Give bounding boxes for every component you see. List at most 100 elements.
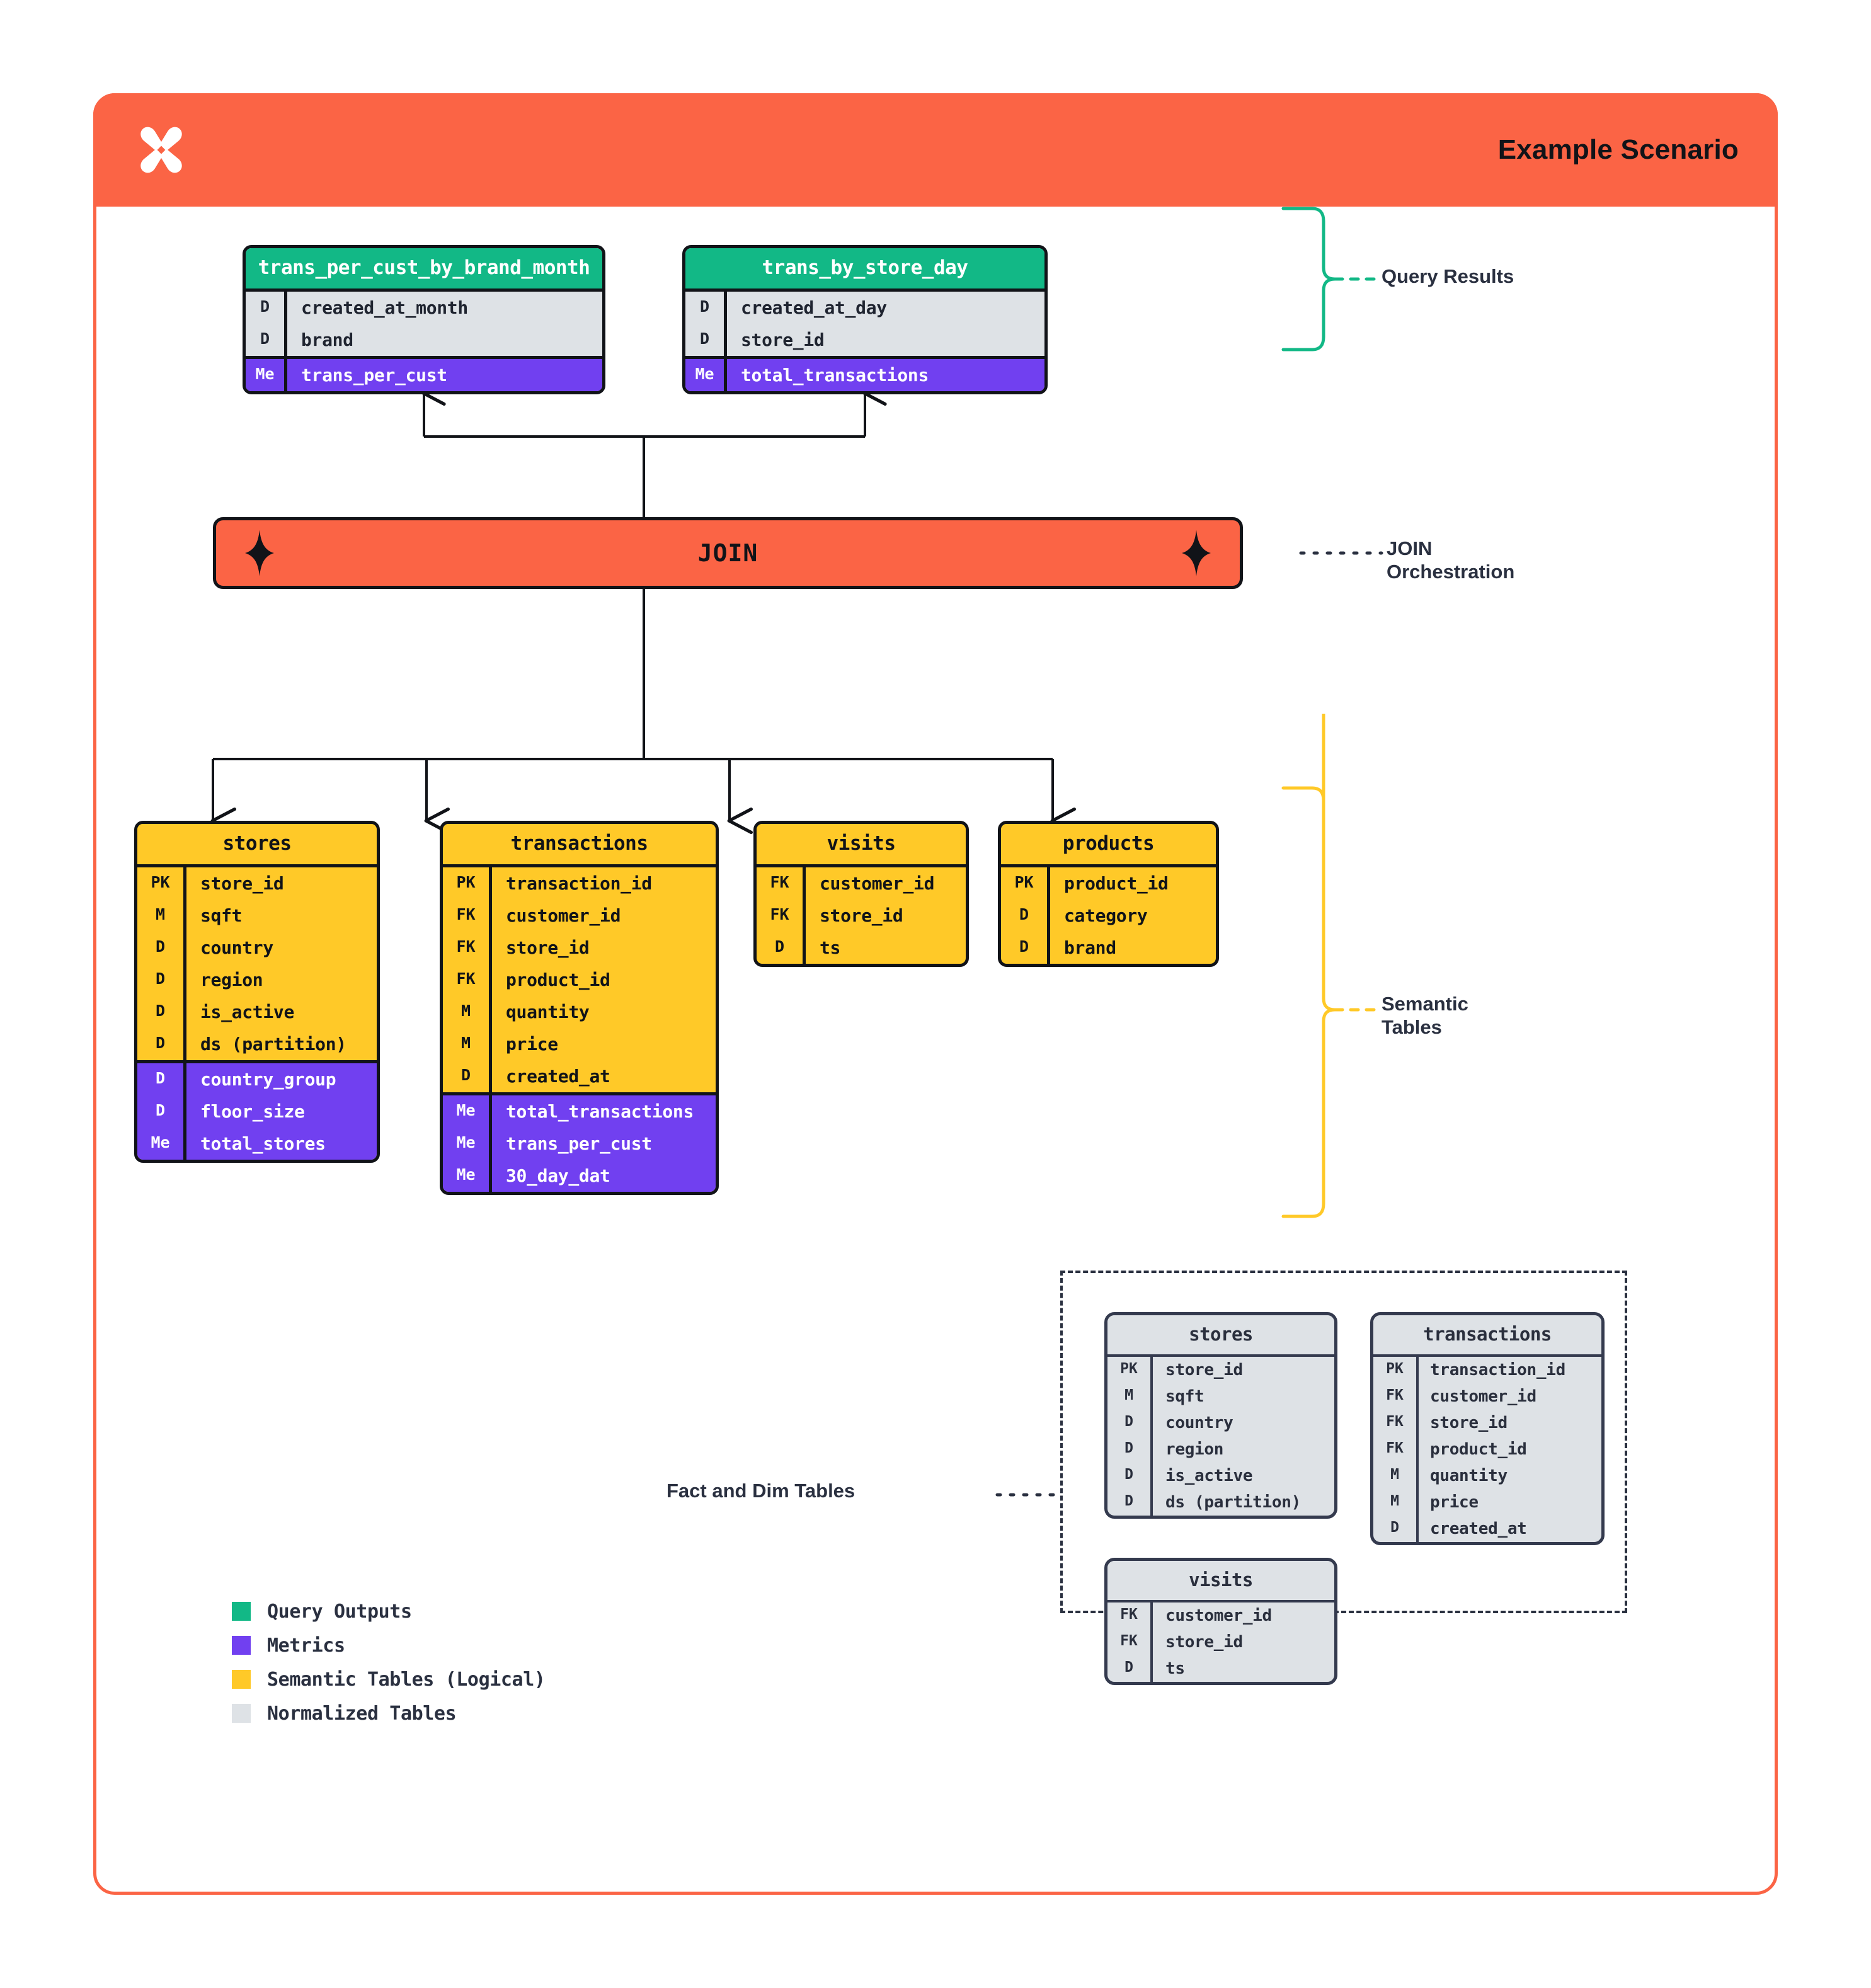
field-key: D [685, 324, 727, 356]
table-row[interactable]: D created_at_day [685, 292, 1044, 324]
table-title: trans_per_cust_by_brand_month [246, 248, 602, 288]
field-name: store_id [820, 905, 903, 926]
table-row[interactable]: D store_id [685, 324, 1044, 356]
table-row[interactable]: Me trans_per_cust [246, 359, 602, 391]
field-name: ds (partition) [1165, 1493, 1301, 1512]
field-name: brand [1064, 937, 1116, 958]
field-key: M [443, 1028, 492, 1060]
field-key: FK [1107, 1629, 1153, 1655]
field-name: region [1165, 1440, 1224, 1459]
legend-label: Semantic Tables (Logical) [267, 1668, 546, 1691]
field-key: Me [443, 1160, 492, 1192]
join-orchestration-bar[interactable]: JOIN [213, 517, 1243, 589]
field-key: M [1373, 1489, 1419, 1516]
field-key: FK [443, 932, 492, 964]
table-row[interactable]: Me 30_day_dat [443, 1160, 716, 1192]
query-result-table-trans-by-store-day[interactable]: trans_by_store_day D created_at_day D st… [682, 245, 1048, 394]
field-name: created_at_day [741, 297, 887, 318]
field-name: store_id [1165, 1633, 1243, 1652]
table-row[interactable]: Me total_transactions [685, 359, 1044, 391]
table-row[interactable]: D created_at_month [246, 292, 602, 324]
table-title: visits [757, 824, 966, 864]
field-name: customer_id [820, 873, 935, 894]
field-key: M [1373, 1463, 1419, 1489]
field-name: country [200, 937, 273, 958]
field-key: D [685, 292, 727, 324]
field-key: D [1107, 1436, 1153, 1463]
field-key: M [137, 900, 186, 932]
field-name: customer_id [506, 905, 621, 926]
field-name: 30_day_dat [506, 1165, 610, 1186]
x-mark-logo-icon [132, 121, 190, 179]
field-name: ds (partition) [200, 1034, 346, 1054]
fact-dim-tables-annotation: Fact and Dim Tables [667, 1480, 855, 1502]
field-key: D [137, 1095, 186, 1128]
field-name: is_active [200, 1002, 295, 1022]
legend-item-semantic-tables: Semantic Tables (Logical) [232, 1662, 546, 1696]
field-key: D [1107, 1489, 1153, 1516]
legend-item-normalized-tables: Normalized Tables [232, 1696, 546, 1730]
table-row[interactable]: D brand [246, 324, 602, 356]
field-key: FK [1373, 1436, 1419, 1463]
field-key: D [443, 1060, 492, 1092]
field-name: total_transactions [506, 1101, 694, 1122]
query-result-table-trans-per-cust-by-brand-month[interactable]: trans_per_cust_by_brand_month D created_… [243, 245, 605, 394]
field-key: D [137, 932, 186, 964]
field-key: D [757, 932, 806, 964]
field-name: product_id [1064, 873, 1169, 894]
field-name: quantity [506, 1002, 590, 1022]
table-row[interactable]: FK store_id [1107, 1629, 1334, 1655]
field-name: sqft [1165, 1387, 1204, 1406]
